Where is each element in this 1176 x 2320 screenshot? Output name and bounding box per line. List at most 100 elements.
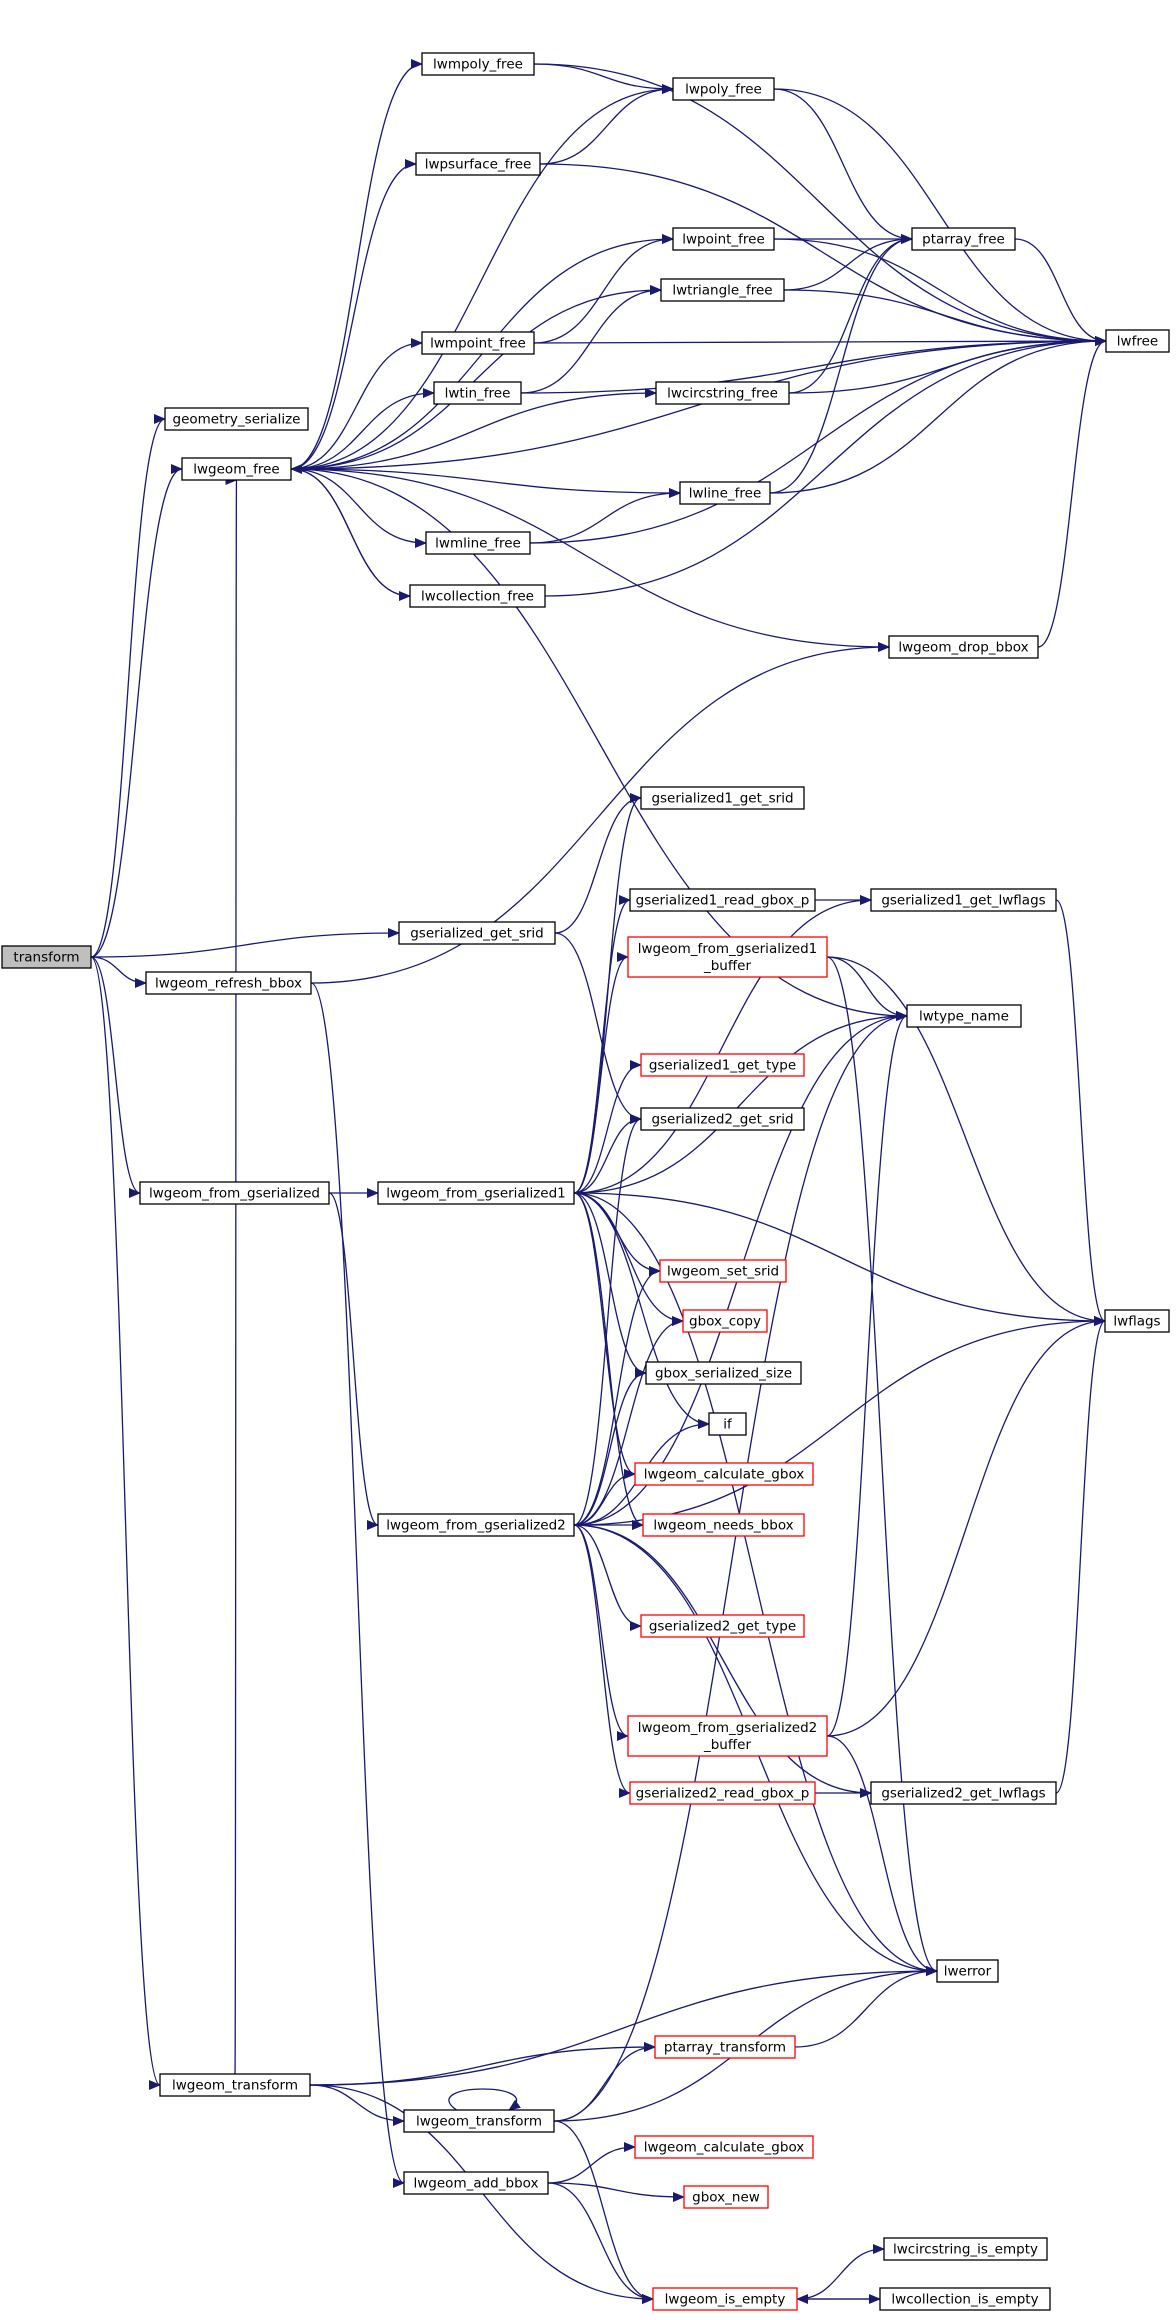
node-box	[645, 1361, 802, 1385]
node-label: lwpsurface_free	[425, 157, 532, 173]
node-gserialized1-get-type[interactable]: gserialized1_get_type	[640, 1053, 805, 1077]
node-lwmpoly-free[interactable]: lwmpoly_free	[421, 52, 535, 76]
node-lwgeom-free[interactable]: lwgeom_free	[181, 457, 292, 481]
node-lwgeom-needs-bbox[interactable]: lwgeom_needs_bbox	[642, 1513, 805, 1537]
node-gserialized2-get-type[interactable]: gserialized2_get_type	[640, 1614, 805, 1638]
node-box	[421, 331, 535, 355]
node-lwgeom-transform-inner[interactable]: lwgeom_transform	[403, 2109, 555, 2133]
node-gbox-serialized-size[interactable]: gbox_serialized_size	[645, 1361, 802, 1385]
edge-lwgeom_free-to-lwpsurface_free	[290, 159, 417, 470]
node-lwgeom-calculate-gbox-b[interactable]: lwgeom_calculate_gbox	[634, 2135, 814, 2159]
edge-lwtin_free-to-lwfree	[520, 336, 1107, 394]
node-lwmline-free[interactable]: lwmline_free	[425, 531, 531, 555]
node-label: lwgeom_calculate_gbox	[644, 2140, 805, 2156]
node-lwline-free[interactable]: lwline_free	[679, 481, 771, 505]
edge-lwgeom_free-to-lwtype_name	[290, 468, 908, 1021]
edge-lwpsurface_free-to-lwpoly_free	[539, 84, 674, 165]
node-box	[870, 1781, 1057, 1805]
node-lwpsurface-free[interactable]: lwpsurface_free	[415, 152, 541, 176]
node-lwgeom-from-gserialized1[interactable]: lwgeom_from_gserialized1	[377, 1181, 575, 1205]
node-lwtin-free[interactable]: lwtin_free	[433, 381, 522, 405]
node-lwgeom-refresh-bbox[interactable]: lwgeom_refresh_bbox	[145, 971, 312, 995]
edge-lwgeom_free-to-lwpoly_free	[290, 84, 674, 470]
node-lwerror[interactable]: lwerror	[936, 1959, 999, 1983]
edge-gserialized_get_srid-to-gserialized1_get_srid	[554, 793, 642, 934]
edge-lwgeom_from_gserialized1-to-lwgeom_from_gserialized1_buffer	[573, 952, 629, 1194]
node-box	[640, 786, 805, 810]
edge-lwgeom_from_gserialized2-to-gserialized2_get_srid	[573, 1114, 642, 1526]
node-lwflags[interactable]: lwflags	[1104, 1309, 1170, 1333]
node-gserialized1-read-gbox-p[interactable]: gserialized1_read_gbox_p	[629, 888, 816, 912]
node-label: gserialized2_get_type	[649, 1619, 796, 1635]
edge-lwgeom_is_empty-to-lwcircstring_is_empty	[796, 2244, 885, 2300]
node-box	[679, 481, 771, 505]
node-label: lwgeom_calculate_gbox	[644, 1467, 805, 1483]
node-if[interactable]: if	[708, 1412, 747, 1436]
node-box	[682, 1309, 768, 1333]
node-lwtype-name[interactable]: lwtype_name	[906, 1004, 1022, 1028]
node-gserialized1-get-lwflags[interactable]: gserialized1_get_lwflags	[870, 888, 1057, 912]
node-box	[911, 227, 1016, 251]
node-lwfree[interactable]: lwfree	[1105, 329, 1170, 353]
node-box	[879, 2287, 1051, 2311]
edge-lwcollection_free-to-lwfree	[544, 336, 1107, 597]
node-gserialized-get-srid[interactable]: gserialized_get_srid	[398, 921, 556, 945]
node-gserialized2-get-lwflags[interactable]: gserialized2_get_lwflags	[870, 1781, 1057, 1805]
node-lwgeom-from-gserialized1-buffer[interactable]: lwgeom_from_gserialized1_buffer	[627, 936, 828, 978]
node-lwgeom-from-gserialized[interactable]: lwgeom_from_gserialized	[139, 1181, 330, 1205]
edge-lwgeom_from_gserialized-to-lwgeom_from_gserialized2	[328, 1192, 379, 1530]
node-lwcircstring-free[interactable]: lwcircstring_free	[655, 381, 790, 405]
node-lwgeom-from-gserialized2-buffer[interactable]: lwgeom_from_gserialized2_buffer	[627, 1715, 828, 1757]
edge-lwgeom_transform_inner-to-lwgeom_is_empty	[553, 2120, 654, 2304]
node-label: lwgeom_from_gserialized2	[386, 1518, 566, 1534]
node-gserialized2-read-gbox-p[interactable]: gserialized2_read_gbox_p	[629, 1781, 816, 1805]
edge-lwgeom_from_gserialized1-to-lwflags	[573, 1192, 1106, 1326]
edge-lwpoly_free-to-ptarray_free	[773, 88, 913, 244]
node-lwmpoint-free[interactable]: lwmpoint_free	[421, 331, 535, 355]
edge-lwgeom_transform_outer-to-lwgeom_free	[227, 479, 238, 2075]
node-lwcollection-is-empty[interactable]: lwcollection_is_empty	[879, 2287, 1051, 2311]
node-lwcircstring-is-empty[interactable]: lwcircstring_is_empty	[883, 2237, 1048, 2261]
node-gbox-new[interactable]: gbox_new	[683, 2185, 769, 2209]
edge-lwgeom_refresh_bbox-to-lwgeom_drop_bbox	[310, 642, 890, 984]
node-lwgeom-set-srid[interactable]: lwgeom_set_srid	[659, 1259, 787, 1283]
edge-lwgeom_from_gserialized2-to-gserialized2_get_type	[573, 1524, 642, 1631]
node-gbox-copy[interactable]: gbox_copy	[682, 1309, 768, 1333]
node-lwpoint-free[interactable]: lwpoint_free	[672, 227, 775, 251]
node-box	[655, 381, 790, 405]
node-transform[interactable]: transform	[1, 945, 92, 969]
node-lwgeom-from-gserialized2[interactable]: lwgeom_from_gserialized2	[377, 1513, 575, 1537]
node-lwgeom-add-bbox[interactable]: lwgeom_add_bbox	[403, 2171, 549, 2195]
node-box	[398, 921, 556, 945]
node-box	[433, 381, 522, 405]
node-label: gserialized2_read_gbox_p	[636, 1786, 810, 1802]
node-label: lwgeom_add_bbox	[414, 2176, 539, 2192]
edge-lwgeom_from_gserialized1_buffer-to-lwerror	[826, 956, 938, 1976]
node-gserialized2-get-srid[interactable]: gserialized2_get_srid	[640, 1107, 805, 1131]
edge-lwcircstring_free-to-ptarray_free	[788, 234, 913, 394]
node-lwgeom-transform-outer[interactable]: lwgeom_transform	[159, 2073, 311, 2097]
node-label: lwgeom_set_srid	[667, 1264, 779, 1280]
node-gserialized1-get-srid[interactable]: gserialized1_get_srid	[640, 786, 805, 810]
node-ptarray-transform[interactable]: ptarray_transform	[654, 2035, 796, 2059]
node-lwcollection-free[interactable]: lwcollection_free	[409, 584, 546, 608]
edge-lwmpoint_free-to-lwpoint_free	[533, 234, 674, 344]
node-lwgeom-drop-bbox[interactable]: lwgeom_drop_bbox	[888, 635, 1039, 659]
node-lwtriangle-free[interactable]: lwtriangle_free	[660, 278, 785, 302]
node-label: gbox_copy	[689, 1314, 761, 1330]
node-lwgeom-calculate-gbox-a[interactable]: lwgeom_calculate_gbox	[634, 1462, 814, 1486]
edge-lwgeom_transform_inner-to-lwgeom_transform_inner	[448, 2088, 521, 2111]
node-label: lwcircstring_free	[667, 386, 778, 402]
node-box	[181, 457, 292, 481]
edge-lwpoint_free-to-lwfree	[773, 238, 1107, 346]
edge-lwgeom_from_gserialized1-to-gbox_copy	[573, 1192, 684, 1326]
node-box	[654, 2035, 796, 2059]
node-ptarray-free[interactable]: ptarray_free	[911, 227, 1016, 251]
node-lwpoly-free[interactable]: lwpoly_free	[672, 77, 775, 101]
node-lwgeom-is-empty[interactable]: lwgeom_is_empty	[652, 2287, 798, 2311]
node-box	[159, 2073, 311, 2097]
node-box	[634, 2135, 814, 2159]
edge-lwgeom_from_gserialized1-to-if	[573, 1192, 710, 1429]
node-box	[660, 278, 785, 302]
node-geometry-serialize[interactable]: geometry_serialize	[164, 407, 309, 431]
